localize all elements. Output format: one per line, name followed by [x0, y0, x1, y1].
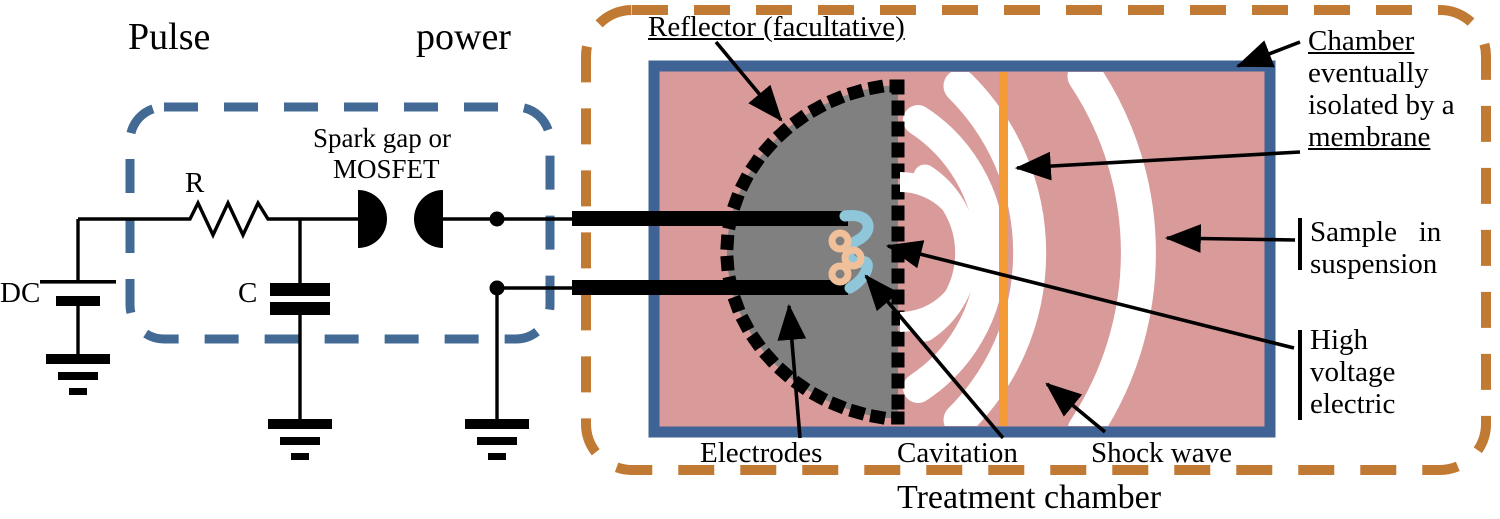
ground-icon-electrode [465, 419, 529, 460]
cavitation-bubbles-icon [828, 229, 865, 286]
junction-dot-icon-top [489, 211, 505, 227]
leader-chamber [1235, 40, 1301, 68]
treatment-chamber-dashed-box [581, 5, 1491, 475]
electrode-lower [572, 280, 848, 295]
battery-icon [40, 280, 116, 306]
callout-leaders [714, 40, 1302, 440]
callout-chamber-line3: isolated by a [1308, 89, 1455, 121]
callout-reflector-underlined: Reflector (facultative) [648, 11, 905, 43]
leader-cavitation [864, 274, 1005, 440]
callout-sample-line2: suspension [1310, 248, 1438, 280]
inner-shock-arc [899, 172, 980, 332]
title-pulse: Pulse [128, 16, 211, 58]
junction-dot-icon-bottom [489, 280, 505, 296]
callout-highvoltage-line3: electric [1310, 388, 1396, 420]
title-power: power [416, 16, 511, 58]
bottom-caption: Treatment chamber [897, 479, 1162, 516]
circuit-wires [76, 198, 572, 420]
callout-chamber-line1: Chamber [1308, 25, 1415, 57]
spark-gap-icon [358, 190, 443, 248]
leader-reflector [714, 40, 783, 122]
callout-chamber-line4: membrane [1308, 121, 1431, 153]
dc-source-label: DC [0, 277, 41, 309]
resistor-zigzag-icon [182, 198, 300, 240]
electrode-bars [572, 211, 848, 295]
leader-electrodes [777, 303, 807, 439]
membrane-line [999, 72, 1008, 426]
leader-membrane [1014, 150, 1301, 181]
spark-gap-label-line2: MOSFET [333, 154, 440, 184]
callout-highvoltage-line1: High [1310, 324, 1368, 356]
leader-highvoltage [885, 240, 1295, 350]
capacitor-label: C [238, 277, 258, 309]
callout-reflector: Reflector (facultative) [648, 12, 905, 42]
callout-chamber-line2: eventually [1308, 57, 1429, 89]
pulse-power-dashed-box [125, 102, 555, 344]
ground-icon-battery [46, 354, 110, 395]
callout-shockwave: Shock wave [1091, 437, 1232, 469]
electrode-upper [572, 211, 848, 226]
leader-sample [1164, 224, 1296, 253]
callout-electrodes: Electrodes [700, 437, 823, 469]
capacitor-icon [270, 283, 330, 315]
ground-icon-capacitor [268, 419, 332, 460]
callout-cavitation: Cavitation [897, 437, 1018, 469]
leader-shockwave [1045, 382, 1107, 434]
callout-highvoltage-line2: voltage [1310, 356, 1396, 388]
spark-gap-label-line1: Spark gap or [313, 123, 451, 153]
resistor-label: R [185, 167, 205, 199]
callout-sample-line1: Sample in [1310, 216, 1442, 248]
